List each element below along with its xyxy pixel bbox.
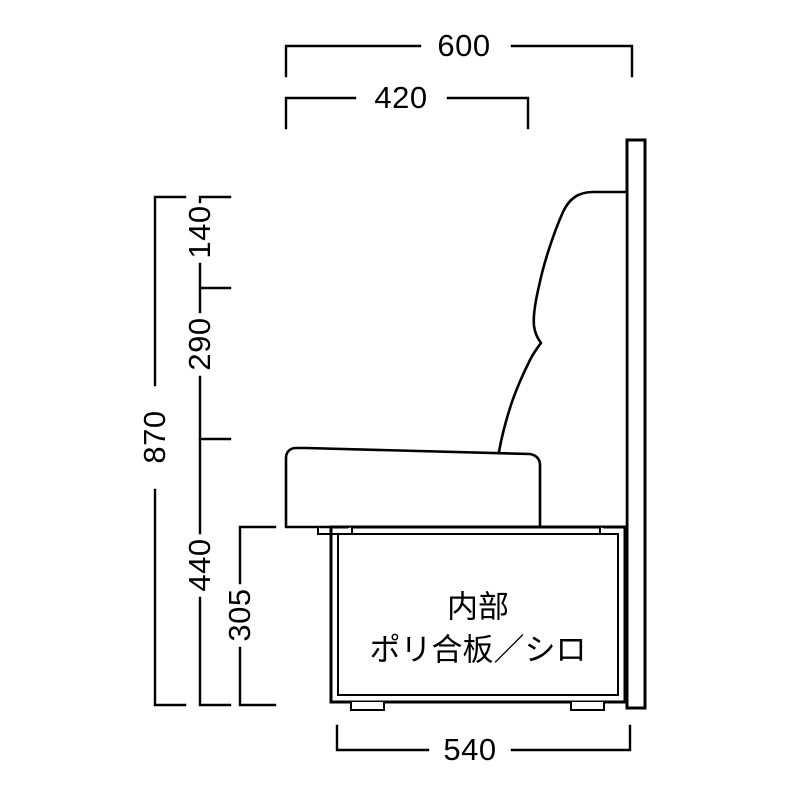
back-panel: [625, 138, 647, 710]
dimension-backrest-upper-140: 140: [182, 195, 232, 290]
dim-440-label: 440: [182, 538, 217, 591]
interior-note-line-2: ポリ合板／シロ: [370, 633, 587, 669]
interior-material-note: 内部 ポリ合板／シロ: [370, 590, 587, 669]
seat-cushion: [284, 446, 542, 529]
dim-540-left-segment: [335, 724, 430, 752]
dim-870-top-segment: [153, 195, 187, 387]
foot-left: [350, 702, 385, 711]
seat-support-ledge: [317, 527, 331, 535]
dim-600-label: 600: [437, 28, 490, 63]
dimension-seat-depth-420: 420: [284, 80, 530, 130]
back-panel-board: [625, 138, 647, 710]
dimension-seat-height-440: 440: [182, 437, 232, 707]
base-box-notch-right: [599, 527, 618, 535]
dim-140-top-segment: [198, 195, 232, 204]
dim-305-label: 305: [222, 588, 257, 641]
dim-140-label: 140: [182, 205, 217, 258]
seat-support-left-edge: [317, 527, 331, 535]
dim-290-bottom-segment: [198, 375, 232, 441]
dimension-overall-height-870: 870: [137, 195, 187, 707]
dim-305-top-segment: [238, 525, 277, 585]
dimension-backrest-lower-290: 290: [182, 286, 232, 441]
dim-140-bottom-segment: [198, 262, 232, 290]
dim-870-bottom-segment: [153, 488, 187, 707]
base-box: [329, 525, 627, 704]
dim-540-right-segment: [510, 724, 632, 752]
dim-600-left-segment: [284, 44, 422, 78]
dim-420-left-segment: [284, 96, 357, 130]
foot-right: [570, 702, 605, 711]
dim-440-bottom-segment: [198, 596, 232, 707]
seat-cushion-profile: [284, 446, 542, 529]
interior-note-line-1: 内部: [447, 590, 509, 626]
feet-group: [350, 702, 605, 711]
dimension-base-height-305: 305: [222, 525, 277, 707]
base-box-notch-left: [331, 527, 353, 535]
base-box-inner-cavity: [337, 533, 619, 696]
dim-600-right-segment: [510, 44, 634, 78]
dimension-overall-depth-600: 600: [284, 28, 634, 78]
dim-305-bottom-segment: [238, 646, 277, 707]
dim-540-label: 540: [443, 732, 496, 767]
dim-870-label: 870: [137, 410, 172, 463]
dim-420-label: 420: [374, 80, 427, 115]
dimension-base-depth-540: 540: [335, 724, 632, 767]
dim-290-label: 290: [182, 317, 217, 370]
dim-420-right-segment: [446, 96, 530, 130]
